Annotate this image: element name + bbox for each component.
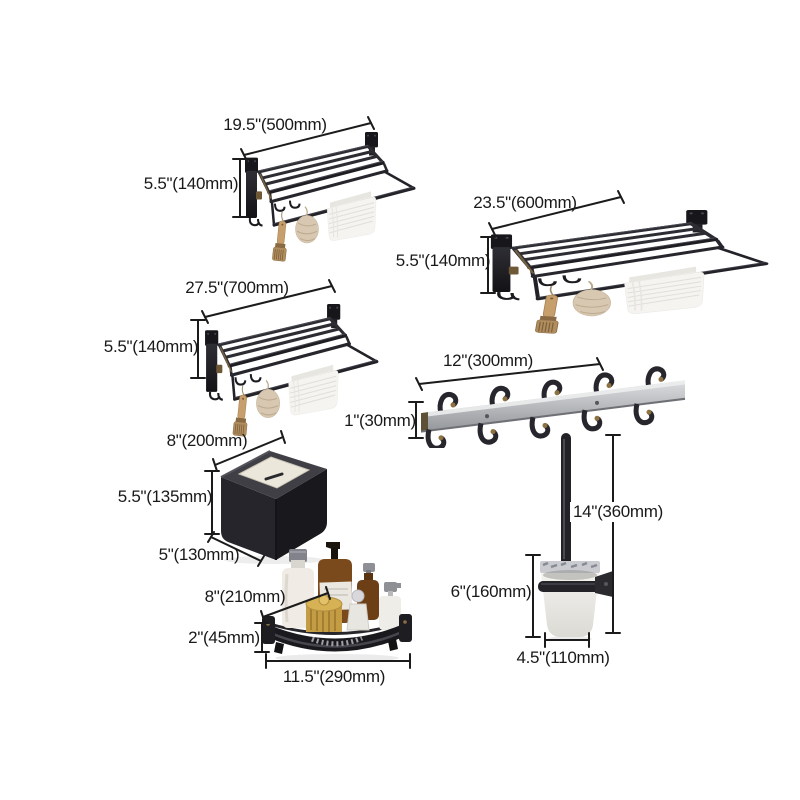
corner-shelf-width-label: 11.5"(290mm) [282, 667, 386, 686]
toilet-brush-image [535, 431, 615, 641]
rack-500-width-label: 19.5"(500mm) [223, 115, 327, 134]
toilet-brush-height-label: 14"(360mm) [570, 502, 666, 522]
toilet-brush-holder-width-label: 4.5"(110mm) [516, 648, 610, 667]
rack-500-height-label: 5.5"(140mm) [143, 174, 239, 193]
hook-rail-width-label: 12"(300mm) [443, 351, 533, 370]
rack-700-width-label: 27.5"(700mm) [185, 278, 289, 297]
towel-rack-500-image [242, 131, 422, 264]
rack-700-height-label: 5.5"(140mm) [103, 337, 199, 356]
towel-rack-600-image [486, 209, 779, 336]
rack-600-width-label: 23.5"(600mm) [473, 193, 577, 212]
tissue-box-height-label: 5.5"(135mm) [117, 487, 213, 506]
tissue-box-depth-label: 5"(130mm) [158, 545, 240, 564]
corner-shelf-depth-label: 8"(210mm) [204, 587, 286, 606]
rack-600-height-label: 5.5"(140mm) [395, 251, 491, 270]
toilet-brush-holder-height-label: 6"(160mm) [450, 582, 532, 601]
tissue-box-width-label: 8"(200mm) [166, 431, 248, 450]
hook-rail-height-label: 1"(30mm) [344, 411, 416, 430]
corner-shelf-height-label: 2"(45mm) [188, 628, 260, 647]
